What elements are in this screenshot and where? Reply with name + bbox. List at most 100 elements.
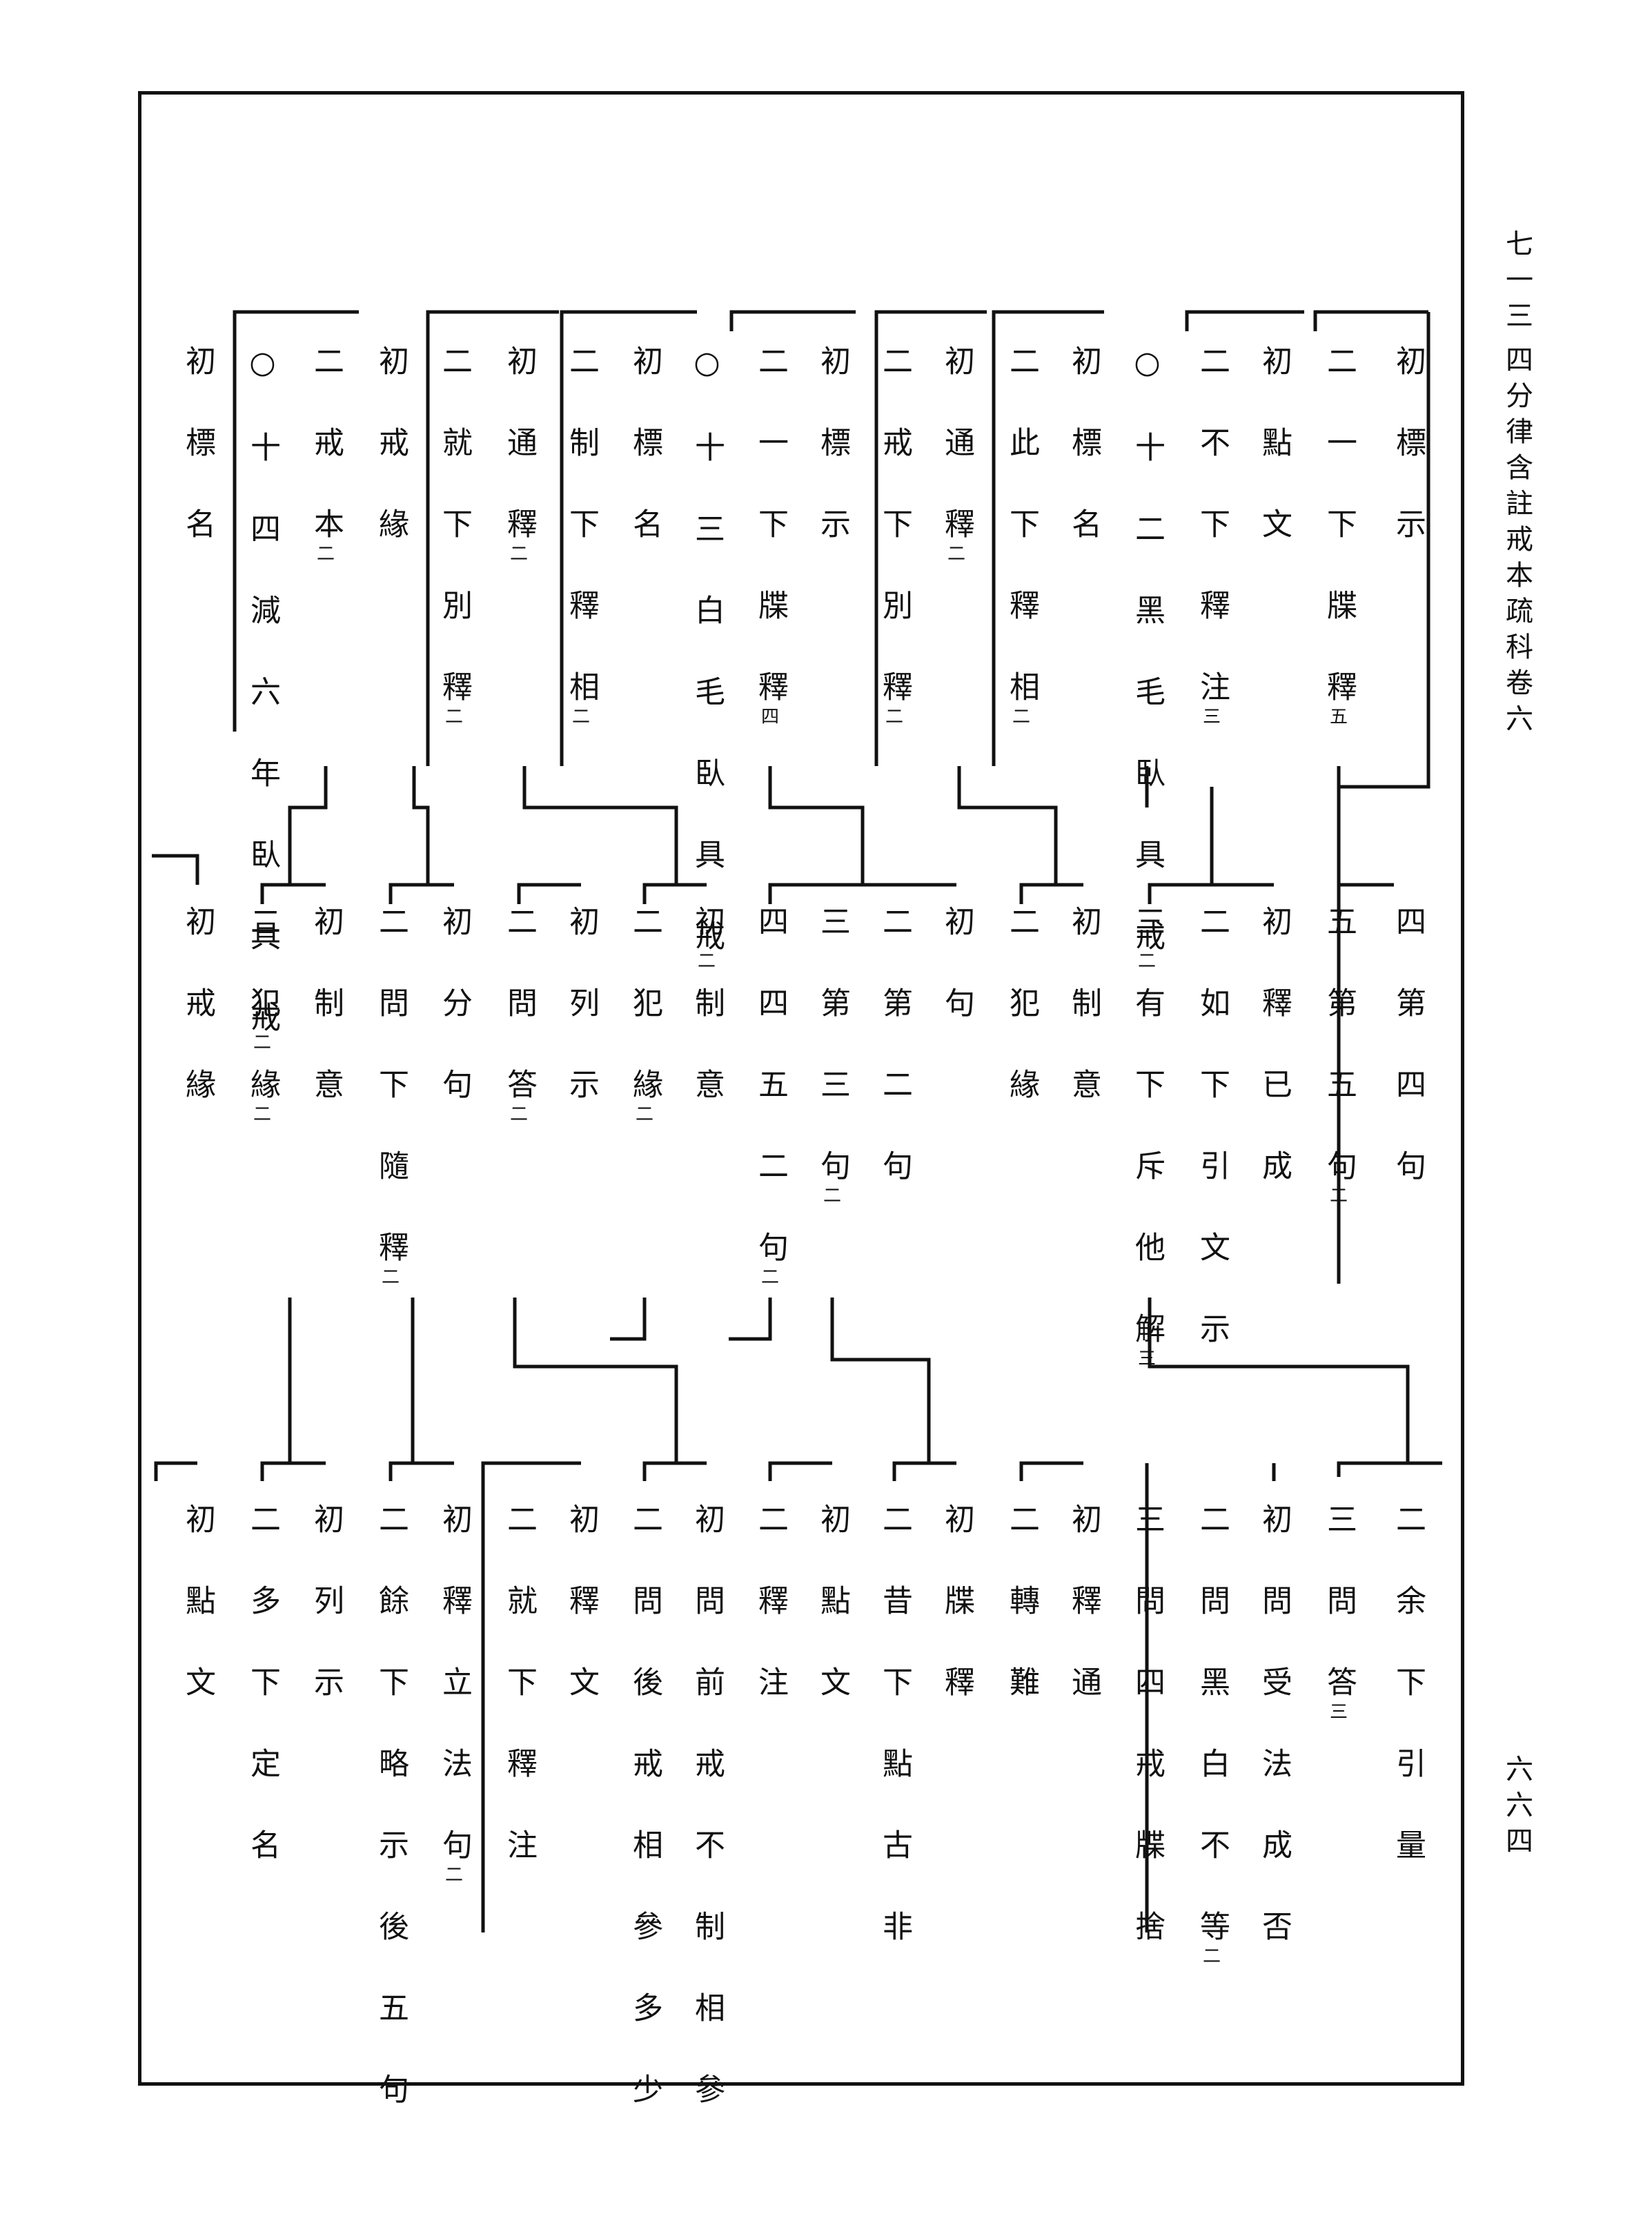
- bracket-line: [522, 766, 678, 885]
- outline-entry: 二就下別釋: [437, 345, 472, 752]
- outline-entry: 初戒緣: [180, 905, 215, 1150]
- bracket-line: [260, 883, 326, 904]
- bracket-line: [513, 1298, 678, 1463]
- outline-entry: 四第四句: [1390, 905, 1426, 1231]
- outline-entry: 二釋注: [753, 1503, 788, 1748]
- outline-entry: 初制意: [689, 905, 725, 1150]
- outline-entry: 初通釋: [939, 345, 974, 589]
- outline-entry: 二就下釋注: [502, 1503, 537, 1910]
- subdivision-count: 二: [636, 1104, 654, 1125]
- outline-entry: 初制意: [308, 905, 344, 1150]
- outline-entry: 二多下定名: [245, 1503, 280, 1910]
- subdivision-count: 二: [253, 1032, 272, 1053]
- outline-entry: 二戒下別釋: [877, 345, 912, 752]
- bracket-line: [1185, 310, 1304, 331]
- subdivision-count: 二: [698, 951, 716, 972]
- bracket-line: [729, 310, 856, 331]
- bracket-line: [389, 1461, 454, 1481]
- outline-entry: 二戒本: [308, 345, 344, 589]
- outline-entry: ○十四減六年臥具戒: [245, 345, 280, 1083]
- outline-entry: 初點文: [1257, 345, 1292, 589]
- bracket-line: [560, 310, 697, 766]
- bracket-line: [642, 1461, 707, 1481]
- outline-entry: 初列示: [308, 1503, 344, 1748]
- subdivision-count: 二: [253, 1104, 272, 1125]
- outline-entry: 初制意: [1066, 905, 1101, 1150]
- outline-entry: 二犯緣: [627, 905, 662, 1150]
- subdivision-count: 二: [1330, 1186, 1348, 1206]
- bracket-line: [992, 310, 1104, 766]
- outline-entry: 初標名: [627, 345, 662, 589]
- outline-entry: 二此下釋相: [1004, 345, 1039, 752]
- outline-entry: 二第二句: [877, 905, 912, 1231]
- subdivision-count: 二: [445, 1865, 464, 1886]
- outline-entry: 初列示: [564, 905, 599, 1150]
- bracket-line: [830, 1298, 931, 1463]
- bracket-line: [288, 766, 328, 885]
- bracket-line: [1148, 883, 1274, 904]
- bracket-line: [481, 1461, 581, 1932]
- bracket-line: [260, 1461, 326, 1481]
- page-code: 七一三: [1501, 229, 1533, 337]
- subdivision-count: 二: [823, 1186, 842, 1206]
- outline-entry: ○十三白毛臥具戒: [689, 345, 725, 1001]
- outline-entry: 初牒釋: [939, 1503, 974, 1748]
- outline-entry: 初戒緣: [373, 345, 409, 589]
- page-frame: [138, 91, 1464, 2086]
- outline-entry: 三有下斥他解: [1130, 905, 1165, 1394]
- bracket-line: [1148, 1298, 1410, 1463]
- outline-entry: 三問四戒牒捨: [1130, 1503, 1165, 1992]
- outline-entry: 二轉難: [1004, 1503, 1039, 1748]
- outline-entry: 二余下引量: [1390, 1503, 1426, 1910]
- bracket-line: [517, 883, 581, 904]
- bracket-line: [768, 766, 865, 885]
- bracket-line: [957, 766, 1058, 885]
- subdivision-count: 二: [572, 707, 591, 727]
- bracket-line: [874, 310, 987, 766]
- bracket-line: [1313, 310, 1428, 331]
- bracket-line: [154, 1461, 197, 1481]
- subdivision-count: 二: [445, 707, 464, 727]
- outline-entry: 二犯緣: [1004, 905, 1039, 1150]
- bracket-line: [1019, 883, 1083, 904]
- outline-entry: 初問前戒不制相參: [689, 1503, 725, 2155]
- outline-entry: 初釋立法句: [437, 1503, 472, 1910]
- book-title: 四分律含註戒本疏科卷六: [1501, 345, 1533, 740]
- outline-entry: 初句: [939, 905, 974, 1068]
- outline-entry: 二不下釋注: [1194, 345, 1230, 752]
- outline-entry: 二問黑白不等: [1194, 1503, 1230, 1992]
- bracket-line: [426, 310, 559, 766]
- subdivision-count: 二: [885, 707, 904, 727]
- outline-entry: 初釋文: [564, 1503, 599, 1748]
- outline-entry: 二問下隨釋: [373, 905, 409, 1313]
- bracket-line: [729, 1298, 772, 1341]
- subdivision-count: 二: [947, 544, 966, 565]
- bracket-line: [892, 1461, 956, 1481]
- subdivision-count: 二: [510, 1104, 529, 1125]
- subdivision-count: 二: [1012, 707, 1031, 727]
- outline-entry: 四四五二句: [753, 905, 788, 1313]
- subdivision-count: 三: [1138, 1349, 1157, 1369]
- subdivision-count: 五: [1330, 707, 1348, 727]
- page-number: 六六四: [1501, 1754, 1533, 1862]
- outline-entry: 初標示: [1390, 345, 1426, 589]
- bracket-line: [642, 883, 707, 904]
- outline-entry: 初通釋: [502, 345, 537, 589]
- outline-entry: 初分句: [437, 905, 472, 1150]
- outline-entry: 初點文: [815, 1503, 850, 1748]
- subdivision-count: 二: [317, 544, 335, 565]
- outline-entry: 初問受法成否: [1257, 1503, 1292, 1992]
- outline-entry: 二餘下略示後五句: [373, 1503, 409, 2155]
- subdivision-count: 三: [1330, 1702, 1348, 1723]
- bracket-line: [412, 766, 430, 885]
- subdivision-count: 四: [761, 707, 780, 727]
- subdivision-count: 二: [1138, 951, 1157, 972]
- outline-entry: 初標示: [815, 345, 850, 589]
- outline-entry: 二如下引文示: [1194, 905, 1230, 1394]
- bracket-line: [768, 1461, 832, 1481]
- bracket-line: [1337, 1461, 1442, 1477]
- outline-entry: 二昔下點古非: [877, 1503, 912, 1992]
- subdivision-count: 二: [382, 1267, 400, 1288]
